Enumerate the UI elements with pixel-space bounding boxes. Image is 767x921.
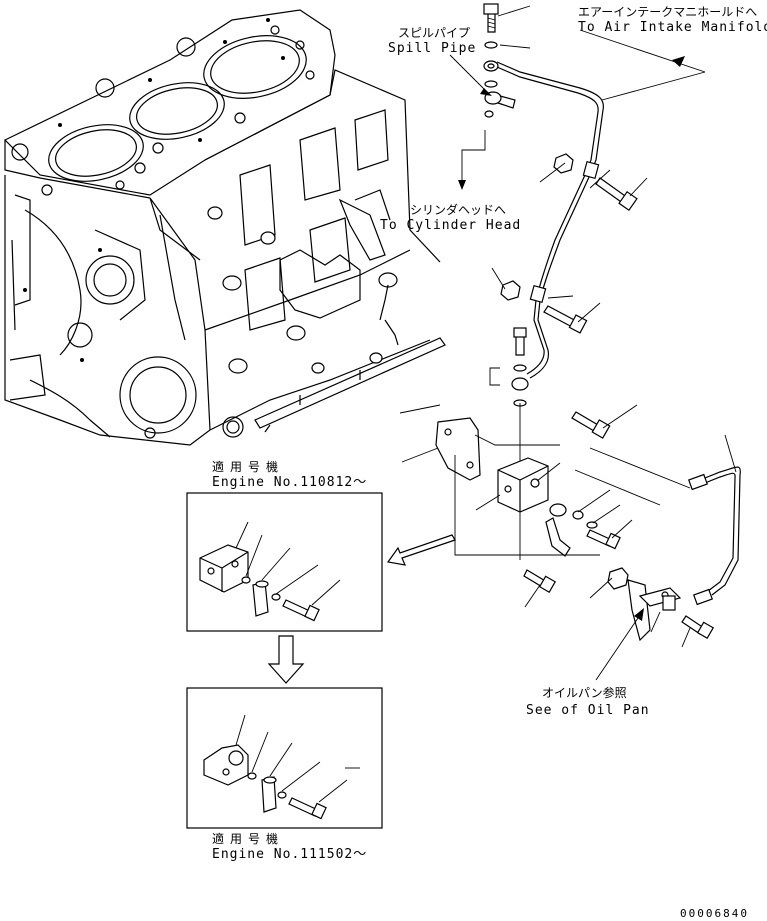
inset-engine-111502 [186, 687, 383, 829]
arrow-down-between-insets [267, 635, 305, 684]
engine-block [3, 9, 446, 446]
air-intake-label-jp: エアーインテークマニホールドへ [578, 5, 758, 19]
oil-pan-label-en: See of Oil Pan [526, 703, 650, 718]
cylinder-head-label-en: To Cylinder Head [380, 218, 522, 233]
leader-lines [235, 5, 737, 803]
air-intake-label-en: To Air Intake Manifold [578, 20, 767, 35]
inset-engine-110812 [186, 492, 383, 632]
engine-no-1-label-jp: 適用号機 [212, 460, 285, 474]
oil-pan-pipe [607, 466, 741, 642]
spill-pipe-label-jp: スピルパイプ [398, 26, 471, 40]
spill-pipe-label-en: Spill Pipe [388, 41, 477, 56]
arrow-to-inset-1 [386, 534, 456, 566]
oil-block-assembly [435, 417, 691, 594]
engine-no-2-label-en: Engine No.111502～ [212, 847, 368, 862]
oil-pan-label-jp: オイルパン参照 [542, 686, 627, 700]
drawing-code: 00006840 [680, 907, 749, 920]
engine-no-2-label-jp: 適用号機 [212, 832, 285, 846]
engine-no-1-label-en: Engine No.110812～ [212, 475, 368, 490]
cylinder-head-label-jp: シリンダヘッドへ [410, 203, 507, 217]
spill-pipe-assembly [483, 3, 638, 560]
